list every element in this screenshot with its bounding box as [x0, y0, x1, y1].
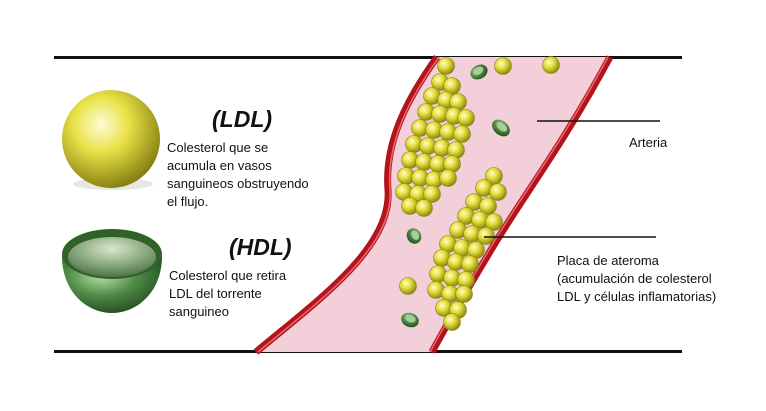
hdl-particle	[406, 228, 422, 244]
ldl-particle	[477, 227, 495, 245]
placa-label: Placa de ateroma (acumulación de coleste…	[557, 252, 716, 306]
ldl-particle	[455, 285, 473, 303]
hdl-line: Colesterol que retira	[169, 268, 287, 283]
ldl-line: sanguineos obstruyendo	[167, 176, 309, 191]
ldl-particle	[489, 183, 507, 201]
hdl-particle	[470, 64, 488, 80]
placa-line: LDL y células inflamatorias)	[557, 289, 717, 304]
ldl-particle	[423, 185, 441, 203]
ldl-particle	[485, 213, 503, 231]
hdl-line: LDL del torrente	[169, 286, 262, 301]
hdl-line: sanguineo	[169, 304, 229, 319]
placa-line: Placa de ateroma	[557, 253, 659, 268]
hdl-particle	[492, 119, 510, 137]
ldl-particle	[443, 313, 461, 331]
lower-plaque	[427, 167, 507, 331]
ldl-line: el flujo.	[167, 194, 209, 209]
free-particles	[399, 56, 560, 328]
ldl-particle	[457, 109, 475, 127]
ldl-particle	[494, 57, 512, 75]
ldl-description: Colesterol que se acumula en vasos sangu…	[167, 139, 309, 211]
upper-plaque	[395, 57, 475, 217]
ldl-particle	[415, 199, 433, 217]
ldl-sphere-icon	[62, 90, 160, 190]
ldl-particle	[437, 57, 455, 75]
ldl-line: Colesterol que se	[167, 140, 269, 155]
ldl-particle	[439, 169, 457, 187]
ldl-particle	[461, 255, 479, 273]
hdl-sphere-icon	[62, 229, 162, 313]
ldl-line: acumula en vasos	[167, 158, 272, 173]
ldl-particle	[399, 277, 417, 295]
ldl-particle	[479, 197, 497, 215]
ldl-particle	[542, 56, 560, 74]
top-border-line	[54, 56, 682, 59]
artery-wall-left	[253, 54, 440, 355]
placa-line: (acumulación de colesterol	[557, 271, 712, 286]
arteria-label: Arteria	[629, 135, 668, 150]
hdl-heading: (HDL)	[229, 234, 292, 260]
hdl-description: Colesterol que retira LDL del torrente s…	[169, 267, 286, 321]
ldl-particle	[453, 125, 471, 143]
hdl-particle	[401, 312, 419, 328]
ldl-heading: (LDL)	[212, 106, 273, 132]
